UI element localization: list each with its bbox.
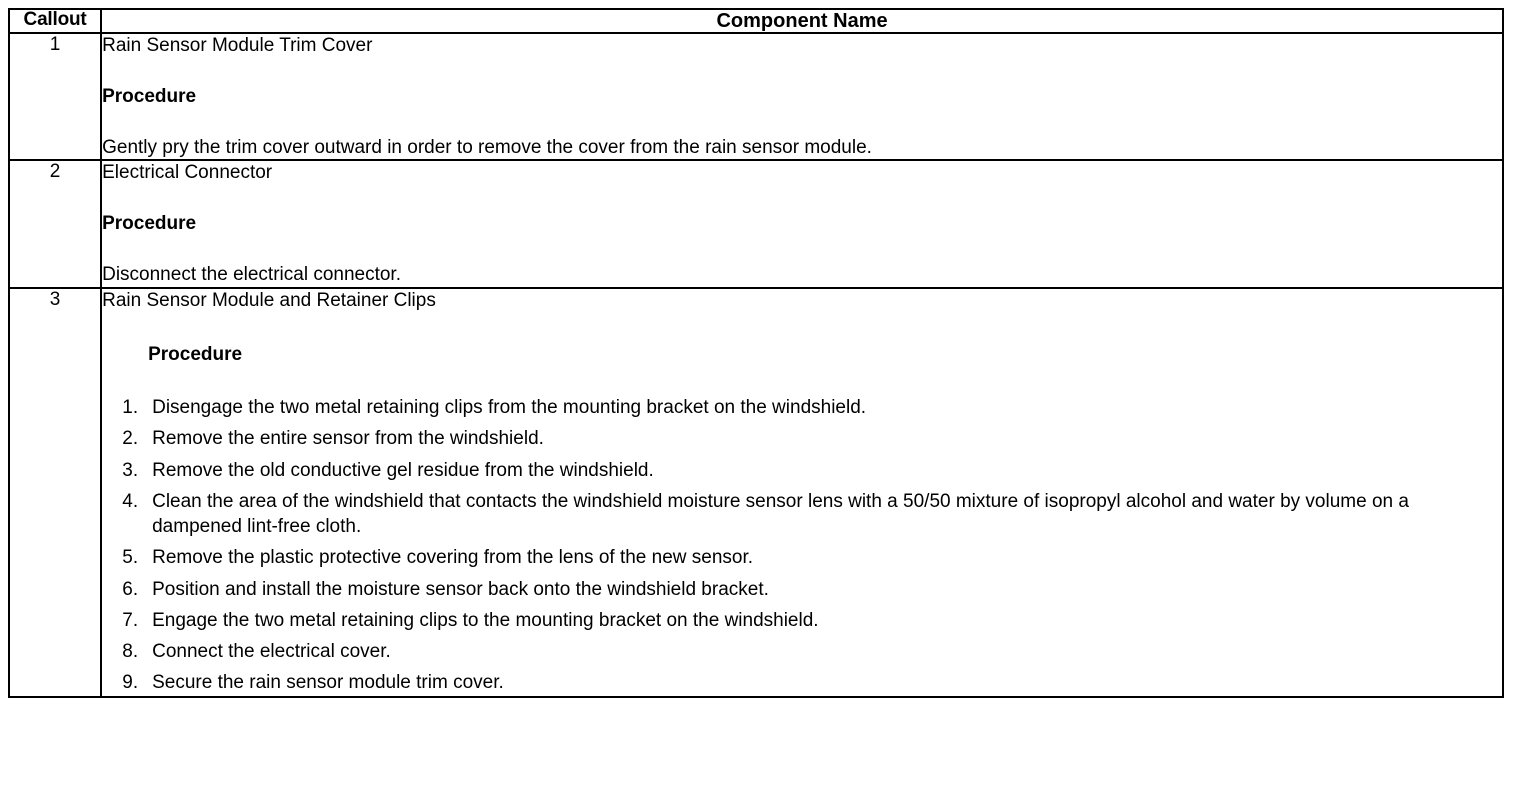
table-header: Callout Component Name [7, 8, 1504, 34]
table-row: 2 Electrical Connector Procedure Disconn… [7, 159, 1504, 289]
column-header-component-name: Component Name [100, 8, 1504, 34]
procedure-body: Disconnect the electrical connector. [102, 263, 401, 285]
procedure-heading: Procedure [102, 85, 197, 107]
callout-number: 3 [7, 286, 103, 698]
procedure-step: Remove the entire sensor from the windsh… [114, 426, 544, 452]
component-detail-cell: Rain Sensor Module and Retainer Clips Pr… [100, 286, 1504, 698]
procedure-step: Position and install the moisture sensor… [114, 577, 769, 603]
procedure-step: Engage the two metal retaining clips to … [114, 608, 819, 634]
table-row: 3 Rain Sensor Module and Retainer Clips … [7, 286, 1504, 698]
table-header-row: Callout Component Name [7, 8, 1504, 34]
component-title: Electrical Connector [102, 162, 273, 184]
procedure-step-list: Disengage the two metal retaining clips … [102, 395, 1502, 696]
procedure-step: Remove the plastic protective covering f… [114, 545, 754, 571]
procedure-step: Secure the rain sensor module trim cover… [114, 670, 504, 696]
procedure-heading: Procedure [148, 344, 243, 366]
callout-number: 1 [7, 31, 103, 162]
component-detail-cell: Electrical Connector Procedure Disconnec… [100, 159, 1504, 289]
procedure-body: Gently pry the trim cover outward in ord… [102, 136, 872, 158]
component-detail-cell: Rain Sensor Module Trim Cover Procedure … [100, 31, 1504, 162]
column-header-callout: Callout [7, 8, 103, 34]
component-title: Rain Sensor Module Trim Cover [102, 35, 373, 56]
callout-number: 2 [7, 159, 103, 289]
component-title: Rain Sensor Module and Retainer Clips [102, 289, 436, 311]
procedure-step: Remove the old conductive gel residue fr… [114, 458, 654, 484]
procedure-step: Clean the area of the windshield that co… [114, 489, 1409, 538]
component-procedure-table: Callout Component Name 1 Rain Sensor Mod… [7, 8, 1504, 698]
procedure-step: Connect the electrical cover. [114, 639, 391, 665]
procedure-step: Disengage the two metal retaining clips … [114, 395, 867, 421]
table-body: 1 Rain Sensor Module Trim Cover Procedur… [7, 31, 1504, 698]
table-row: 1 Rain Sensor Module Trim Cover Procedur… [7, 31, 1504, 162]
procedure-heading: Procedure [102, 213, 197, 234]
